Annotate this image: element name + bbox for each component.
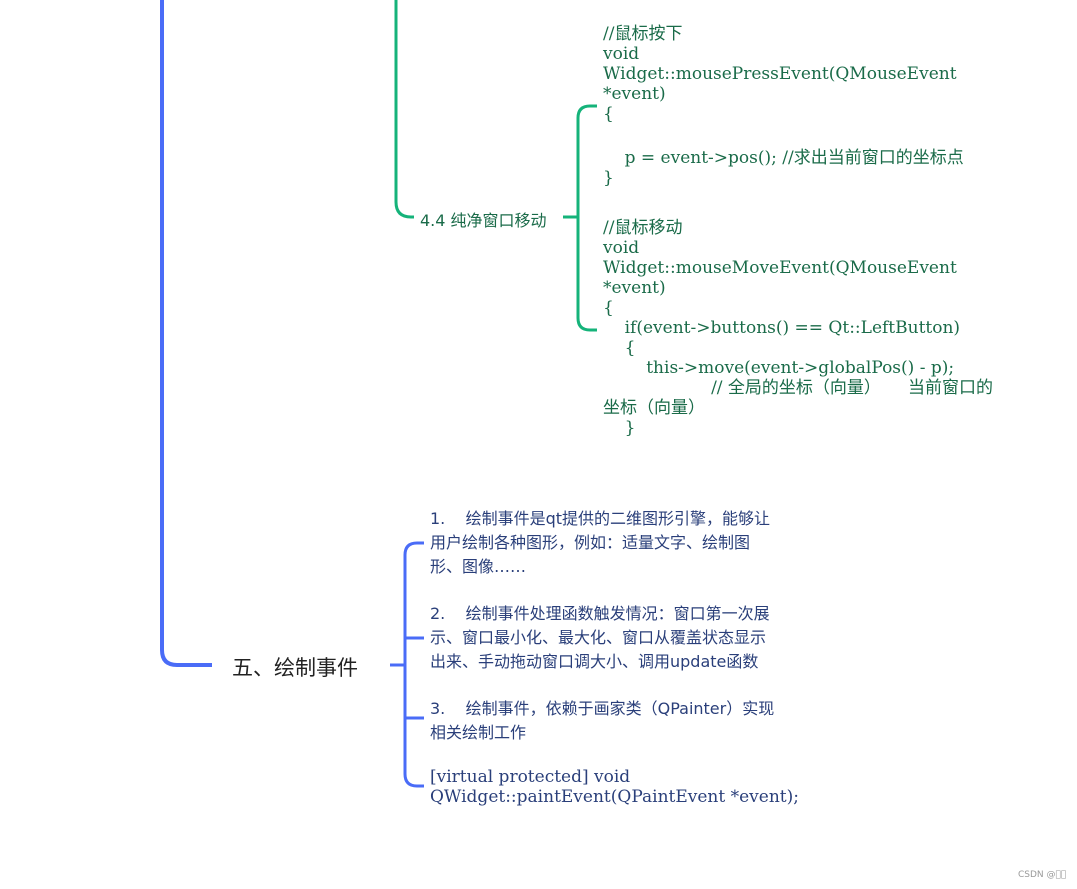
main-branch-line	[160, 0, 212, 667]
node-section-5-title[interactable]: 五、绘制事件	[232, 656, 358, 680]
csdn-watermark: CSDN @  	[1018, 870, 1067, 880]
section-5-bracket	[403, 541, 424, 788]
branch-4-4-bracket	[576, 104, 597, 332]
code-mouse-move[interactable]: //鼠标移动 void Widget::mouseMoveEvent(QMous…	[603, 218, 993, 438]
code-mouse-press[interactable]: //鼠标按下 void Widget::mousePressEvent(QMou…	[603, 24, 957, 124]
code-mouse-press-body[interactable]: p = event->pos(); //求出当前窗口的坐标点 }	[603, 148, 964, 188]
branch-4-4-line	[394, 0, 414, 219]
paint-item-3[interactable]: 3. 绘制事件，依赖于画家类（QPainter）实现 相关绘制工作	[430, 699, 775, 742]
paint-item-2[interactable]: 2. 绘制事件处理函数触发情况：窗口第一次展 示、窗口最小化、最大化、窗口从覆盖…	[430, 604, 770, 671]
node-4-4-label[interactable]: 4.4 纯净窗口移动	[420, 211, 547, 230]
paint-item-1[interactable]: 1. 绘制事件是qt提供的二维图形引擎，能够让 用户绘制各种图形，例如：适量文字…	[430, 509, 771, 576]
paint-item-4[interactable]: [virtual protected] void QWidget::paintE…	[430, 767, 799, 807]
